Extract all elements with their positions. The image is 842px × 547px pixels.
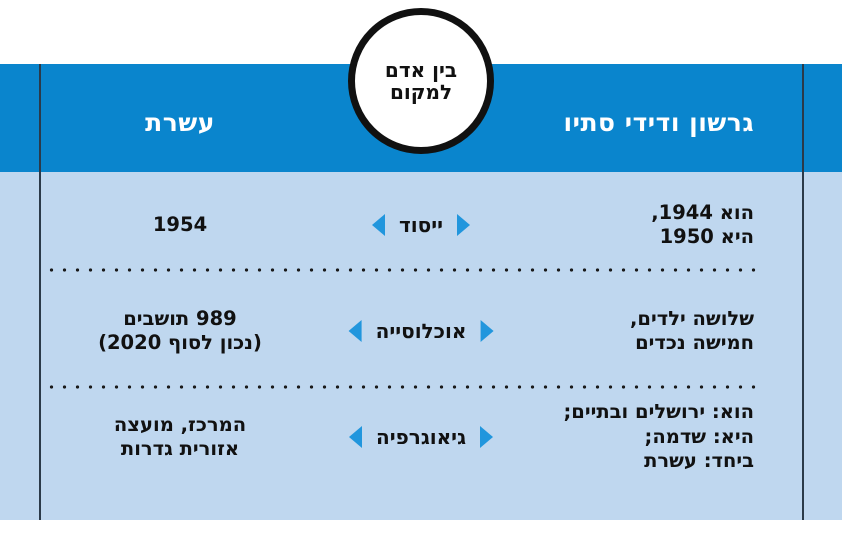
row-label-group: ייסוד [372,213,470,237]
table-row: שלושה ילדים, חמישה נכדים אוכלוסייה 989 ת… [0,278,842,384]
arrow-left-icon [372,214,385,236]
row-value-left: המרכז, מועצה אזורית גדרות [113,412,247,460]
row-value-right: שלושה ילדים, חמישה נכדים [630,306,754,354]
row-label: אוכלוסייה [375,319,467,343]
center-title-badge: בין אדם למקום [348,8,494,154]
row-separator [45,385,761,389]
arrow-right-icon [480,426,494,448]
table-row: הוא 1944, היא 1950 ייסוד 1954 [0,172,842,278]
table-row: הוא: ירושלים ובתיים; היא: שדמה; ביחד: עש… [0,384,842,490]
row-separator [45,268,761,272]
arrow-left-icon [348,320,362,342]
vertical-rule-left [39,64,41,520]
row-label-group: אוכלוסייה [348,319,494,343]
row-label-group: גיאוגרפיה [348,425,494,449]
header-person-right: גרשון ודידי סתיו [563,108,754,137]
row-label: גיאוגרפיה [375,425,467,449]
row-value-left: 1954 [152,212,208,236]
row-value-right: הוא 1944, היא 1950 [651,200,754,248]
header-person-left: עשרת [145,108,215,137]
row-label: ייסוד [399,213,443,237]
arrow-right-icon [457,214,470,236]
center-title-text: בין אדם למקום [384,57,458,104]
body-panel [0,172,842,520]
row-value-right: הוא: ירושלים ובתיים; היא: שדמה; ביחד: עש… [563,400,754,473]
comparison-rows: הוא 1944, היא 1950 ייסוד 1954 שלושה ילדי… [0,172,842,490]
vertical-rule-right [802,64,804,520]
arrow-left-icon [348,426,362,448]
row-value-left: 989 תושבים (נכון לסוף 2020) [98,306,262,354]
arrow-right-icon [480,320,494,342]
